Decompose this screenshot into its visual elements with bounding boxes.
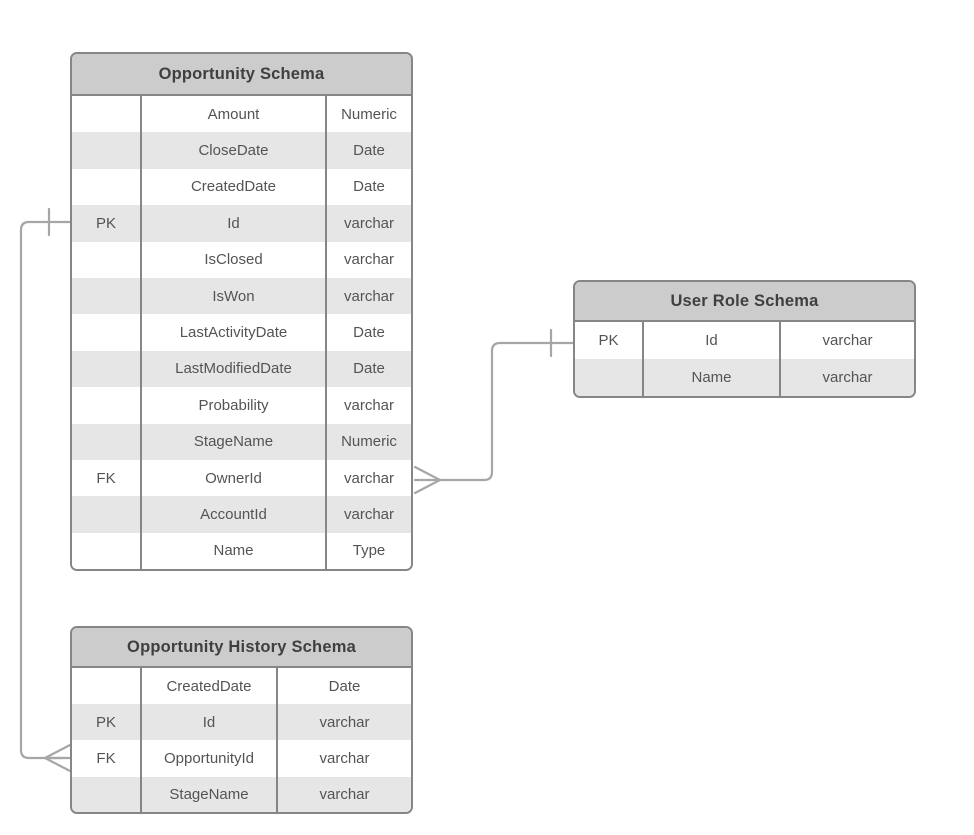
field-type: varchar — [326, 387, 411, 424]
field-name: AccountId — [141, 496, 327, 533]
field-key — [72, 423, 142, 460]
field-row[interactable]: CloseDate Date — [72, 132, 411, 169]
field-key: PK — [575, 322, 644, 359]
field-name: Id — [643, 322, 781, 359]
field-type: varchar — [326, 277, 411, 315]
field-name: IsWon — [141, 277, 327, 315]
field-key — [72, 668, 142, 705]
field-row-pk[interactable]: PK Id varchar — [575, 322, 914, 359]
field-name: OpportunityId — [141, 740, 278, 777]
entity-fields-user-role-schema: PK Id varchar Name varchar — [575, 322, 914, 396]
field-key — [575, 359, 644, 396]
field-key — [72, 387, 142, 424]
field-row[interactable]: CreatedDate Date — [72, 668, 411, 705]
field-key: PK — [72, 704, 142, 741]
field-type: varchar — [277, 776, 411, 812]
field-type: varchar — [326, 496, 411, 533]
field-row-pk[interactable]: PK Id varchar — [72, 205, 411, 242]
cardinality-many-crowsfoot — [413, 465, 442, 495]
field-name: CreatedDate — [141, 168, 327, 206]
entity-title-user-role-schema: User Role Schema — [575, 282, 914, 322]
field-type: varchar — [780, 322, 914, 359]
field-key — [72, 350, 142, 388]
field-type: Type — [326, 532, 411, 569]
field-row[interactable]: Probability varchar — [72, 387, 411, 424]
field-key: PK — [72, 205, 142, 242]
field-name: CloseDate — [141, 132, 327, 169]
field-type: Numeric — [326, 96, 411, 133]
entity-opportunity-history-schema[interactable]: Opportunity History Schema CreatedDate D… — [70, 626, 413, 814]
field-row[interactable]: Name Type — [72, 532, 411, 569]
field-type: varchar — [277, 704, 411, 741]
field-type: varchar — [326, 459, 411, 497]
field-key: FK — [72, 740, 142, 777]
connector-userrole-to-opportunity — [413, 328, 575, 495]
field-key — [72, 132, 142, 169]
field-key — [72, 168, 142, 206]
field-name: Id — [141, 704, 278, 741]
field-type: Date — [326, 132, 411, 169]
field-row[interactable]: IsWon varchar — [72, 277, 411, 315]
field-type: varchar — [277, 740, 411, 777]
field-type: varchar — [326, 205, 411, 242]
entity-title-opportunity-schema: Opportunity Schema — [72, 54, 411, 96]
field-name: LastActivityDate — [141, 314, 327, 351]
field-name: Id — [141, 205, 327, 242]
field-row[interactable]: Name varchar — [575, 359, 914, 396]
field-type: Numeric — [326, 423, 411, 460]
field-row[interactable]: IsClosed varchar — [72, 241, 411, 278]
entity-opportunity-schema[interactable]: Opportunity Schema Amount Numeric CloseD… — [70, 52, 413, 571]
field-type: Date — [277, 668, 411, 705]
field-name: OwnerId — [141, 459, 327, 497]
field-row-fk[interactable]: FK OpportunityId varchar — [72, 740, 411, 777]
field-name: LastModifiedDate — [141, 350, 327, 388]
field-type: varchar — [780, 359, 914, 396]
field-name: StageName — [141, 776, 278, 812]
field-type: Date — [326, 314, 411, 351]
cardinality-many-crowsfoot — [43, 743, 72, 773]
field-row[interactable]: CreatedDate Date — [72, 168, 411, 206]
field-key — [72, 496, 142, 533]
field-name: Amount — [141, 96, 327, 133]
field-type: Date — [326, 350, 411, 388]
field-key — [72, 314, 142, 351]
field-name: Name — [141, 532, 327, 569]
field-key: FK — [72, 459, 142, 497]
field-row-pk[interactable]: PK Id varchar — [72, 704, 411, 741]
field-key — [72, 776, 142, 812]
field-row[interactable]: LastModifiedDate Date — [72, 350, 411, 388]
field-key — [72, 241, 142, 278]
field-name: Name — [643, 359, 781, 396]
field-row[interactable]: LastActivityDate Date — [72, 314, 411, 351]
field-type: varchar — [326, 241, 411, 278]
field-key — [72, 532, 142, 569]
entity-user-role-schema[interactable]: User Role Schema PK Id varchar Name varc… — [573, 280, 916, 398]
field-key — [72, 96, 142, 133]
field-key — [72, 277, 142, 315]
entity-fields-opportunity-schema: Amount Numeric CloseDate Date CreatedDat… — [72, 96, 411, 569]
field-name: CreatedDate — [141, 668, 278, 705]
field-row[interactable]: StageName varchar — [72, 776, 411, 812]
field-type: Date — [326, 168, 411, 206]
field-row[interactable]: StageName Numeric — [72, 423, 411, 460]
field-name: Probability — [141, 387, 327, 424]
field-name: IsClosed — [141, 241, 327, 278]
field-row-fk[interactable]: FK OwnerId varchar — [72, 459, 411, 497]
connector-opportunity-to-opphistory — [19, 207, 72, 773]
entity-fields-opportunity-history-schema: CreatedDate Date PK Id varchar FK Opport… — [72, 668, 411, 812]
entity-title-opportunity-history-schema: Opportunity History Schema — [72, 628, 411, 668]
field-name: StageName — [141, 423, 327, 460]
field-row[interactable]: Amount Numeric — [72, 96, 411, 133]
field-row[interactable]: AccountId varchar — [72, 496, 411, 533]
